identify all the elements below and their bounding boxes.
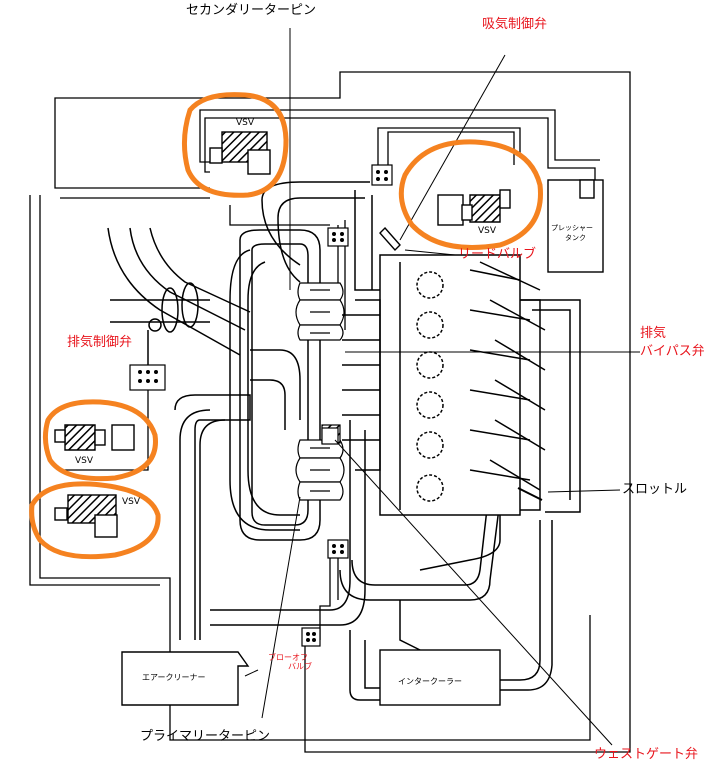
intercooler-shape xyxy=(379,649,501,706)
label-pressure-tank-line1: プレッシャー xyxy=(551,224,593,232)
highlight-circles xyxy=(29,92,543,560)
throttle-shape xyxy=(517,487,543,501)
valve-dots xyxy=(138,170,388,642)
label-wastegate-valve: ウェストゲート弁 xyxy=(594,747,698,762)
label-exhaust-control-valve: 排気制御弁 xyxy=(67,334,132,350)
label-intercooler: インタークーラー xyxy=(398,677,462,686)
highlight-vsv-mid-left xyxy=(42,399,158,482)
turbo-housings xyxy=(174,229,321,640)
label-pressure-tank-line2: タンク xyxy=(565,233,586,242)
highlight-vsv-top-right xyxy=(398,139,543,250)
pressure-tank-shape xyxy=(547,179,604,273)
vsv-units xyxy=(54,131,511,538)
label-blow-off-valve-line1: ブローオフ xyxy=(268,652,308,662)
label-intake-control-valve: 吸気制御弁 xyxy=(482,16,547,32)
label-exhaust-bypass-valve-line2: バイパス弁 xyxy=(640,344,704,359)
air-cleaner-shape xyxy=(121,651,250,706)
label-primary-turbine: プライマリーターピン xyxy=(140,729,270,744)
label-throttle: スロットル xyxy=(622,482,687,497)
vsv-bottom-left-unit xyxy=(54,494,118,538)
pipes xyxy=(107,181,581,701)
vsv-top-right-unit xyxy=(437,189,511,226)
highlight-vsv-bottom-left xyxy=(29,481,161,560)
highlight-vsv-top-left xyxy=(182,92,289,198)
vsv-mid-left-unit xyxy=(54,424,135,451)
small-valves xyxy=(129,164,393,647)
reed-valve-shape xyxy=(379,226,401,252)
label-vsv-mid-left: VSV xyxy=(75,456,94,466)
label-reed-valve: リードバルブ xyxy=(458,246,536,262)
label-exhaust-bypass-valve-line1: 排気 xyxy=(640,325,666,341)
exhaust-control-valve xyxy=(110,282,210,365)
vsv-top-left-unit xyxy=(209,131,271,175)
label-blow-off-valve-line2: バルブ xyxy=(288,661,312,671)
label-vsv-bottom-left: VSV xyxy=(122,497,141,507)
label-vsv-top-right: VSV xyxy=(478,226,497,236)
engine-block xyxy=(342,254,546,516)
secondary-turbine xyxy=(295,282,345,341)
label-secondary-turbine: セカンダリーターピン xyxy=(186,3,316,18)
leader-lines xyxy=(244,28,640,746)
label-air-cleaner: エアークリーナー xyxy=(142,673,206,682)
label-vsv-top-left: VSV xyxy=(236,118,255,128)
